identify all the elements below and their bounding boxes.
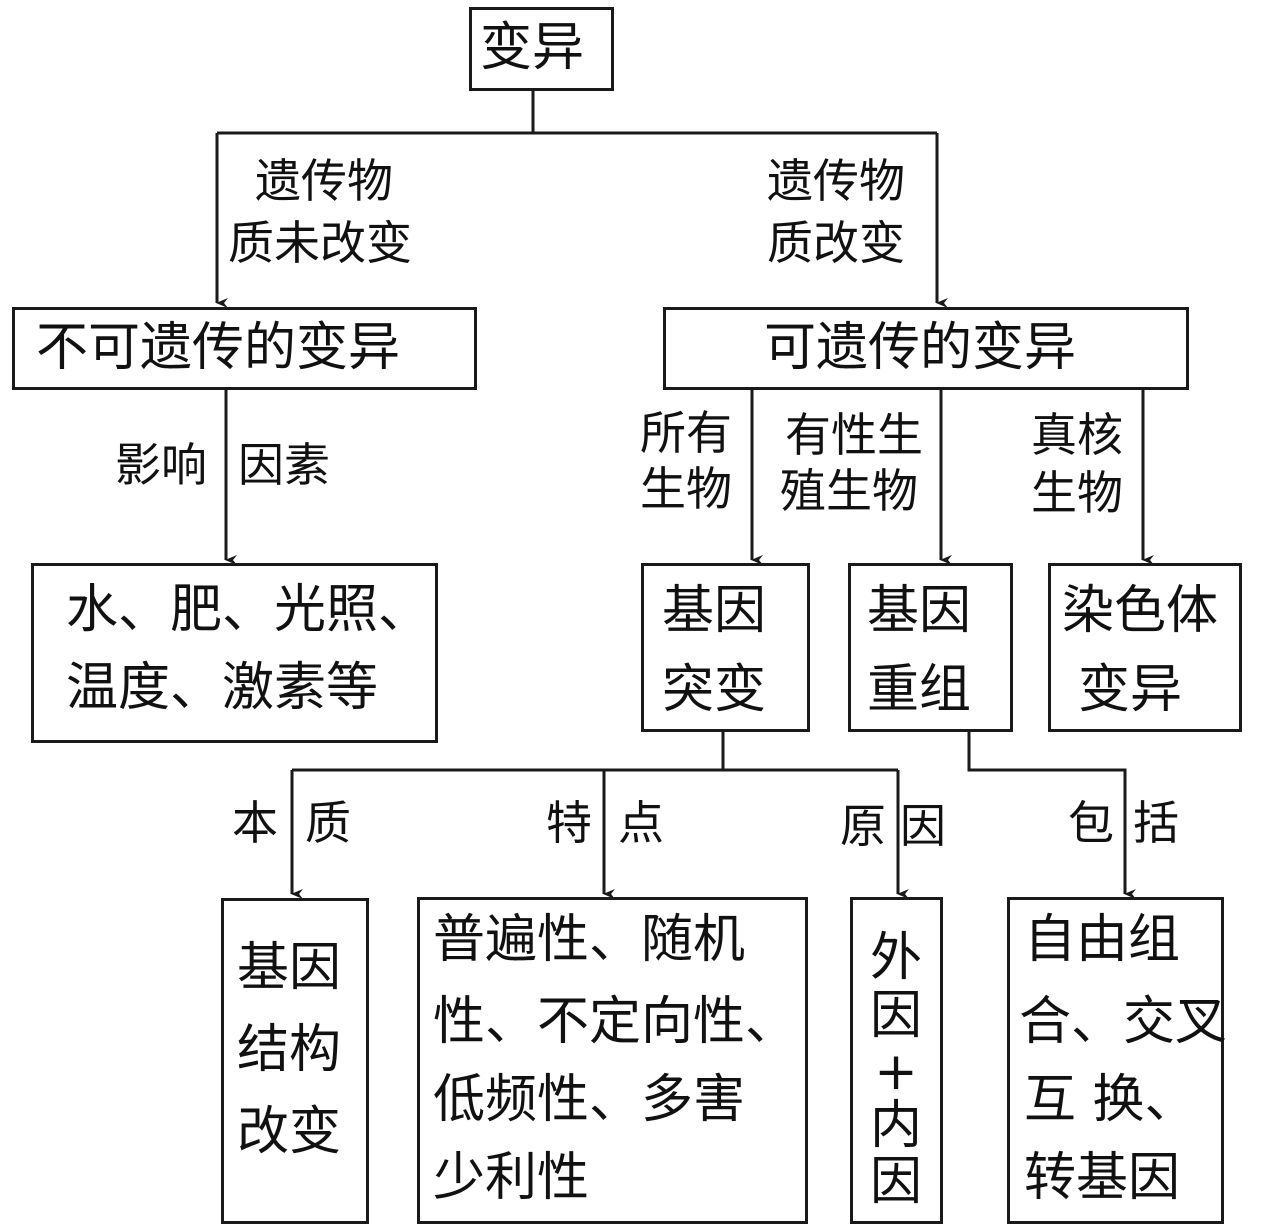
cause-char-5: 因 <box>869 1152 922 1212</box>
includes-line3: 互 换、 <box>1024 1070 1197 1130</box>
traits-line4: 少利性 <box>433 1148 590 1208</box>
cause-label-b: 因 <box>900 799 946 853</box>
heritable-title: 可遗传的变异 <box>764 318 1077 378</box>
includes-label-a: 包 <box>1068 796 1114 850</box>
cause-box <box>850 897 943 1224</box>
traits-label-b: 点 <box>618 796 664 850</box>
essence-box <box>221 898 369 1224</box>
factors-edge-label-a: 影响 <box>115 438 207 492</box>
scope-eukaryote-line2: 生物 <box>1031 466 1123 520</box>
traits-line1: 普遍性、随机 <box>433 910 746 970</box>
essence-line2: 结构 <box>237 1020 342 1080</box>
factors-box <box>31 563 438 743</box>
includes-line2: 合、交叉 <box>1019 992 1228 1052</box>
cause-char-1: 外 <box>869 928 922 988</box>
gene-mutation-line1: 基因 <box>662 581 767 641</box>
right-condition-line2: 质改变 <box>767 216 905 270</box>
essence-label-b: 质 <box>305 796 351 850</box>
right-condition-line1: 遗传物 <box>767 154 905 208</box>
gene-recombination-line1: 基因 <box>867 581 972 641</box>
scope-sexual-line2: 殖生物 <box>780 464 918 518</box>
arrow-to-includes <box>967 732 1136 899</box>
cause-char-3: + <box>874 1042 918 1102</box>
non-heritable-box <box>12 307 477 390</box>
factors-edge-label-b: 因素 <box>238 438 330 492</box>
cause-char-2: 因 <box>869 986 922 1046</box>
root-label: 变异 <box>480 18 585 78</box>
chromosome-variation-line2: 变异 <box>1078 660 1183 720</box>
cause-char-4: 内 <box>869 1096 922 1156</box>
left-condition-line2: 质未改变 <box>228 216 412 270</box>
root-box <box>469 7 614 91</box>
essence-line1: 基因 <box>237 938 342 998</box>
left-condition-line1: 遗传物 <box>255 154 393 208</box>
includes-box <box>1007 897 1224 1224</box>
gene-recombination-line2: 重组 <box>867 660 972 720</box>
gene-mutation-line2: 突变 <box>662 660 767 720</box>
scope-all-line1: 所有 <box>640 406 732 460</box>
cause-label-a: 原 <box>840 799 886 853</box>
traits-box <box>417 897 808 1224</box>
essence-line3: 改变 <box>237 1102 342 1162</box>
scope-eukaryote-line1: 真核 <box>1031 408 1123 462</box>
traits-label-a: 特 <box>546 796 592 850</box>
includes-label-b: 括 <box>1133 796 1179 850</box>
gene-mutation-box <box>641 563 810 732</box>
gene-recombination-box <box>848 563 1013 732</box>
includes-line1: 自由组 <box>1024 910 1181 970</box>
includes-line4: 转基因 <box>1024 1148 1181 1208</box>
essence-label-a: 本 <box>232 796 278 850</box>
non-heritable-title: 不可遗传的变异 <box>36 318 401 378</box>
heritable-box <box>663 307 1189 390</box>
factors-line1: 水、肥、光照、 <box>66 580 431 640</box>
chromosome-variation-box <box>1048 563 1242 732</box>
traits-line3: 低频性、多害 <box>433 1070 746 1130</box>
scope-all-line2: 生物 <box>640 462 732 516</box>
factors-line2: 温度、激素等 <box>66 658 379 718</box>
traits-line2: 性、不定向性、 <box>433 992 798 1052</box>
chromosome-variation-line1: 染色体 <box>1062 581 1219 641</box>
scope-sexual-line1: 有性生 <box>785 408 923 462</box>
